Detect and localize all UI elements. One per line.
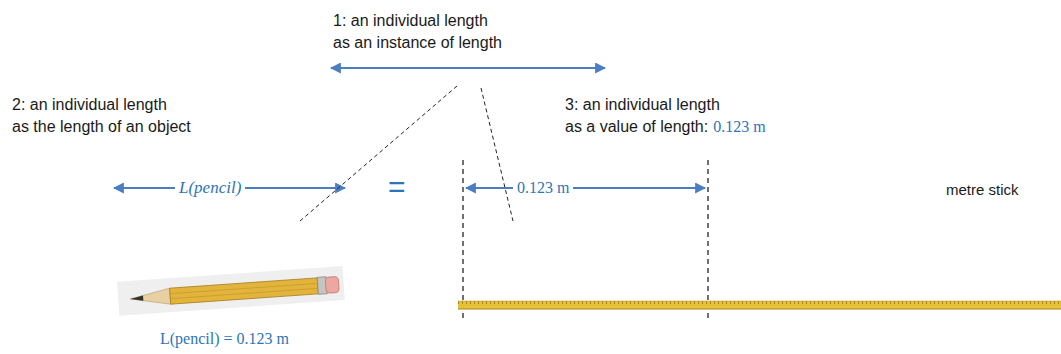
boundary-line: [707, 160, 708, 318]
object-name: metre stick: [946, 180, 1019, 200]
object-caption: 2: an individual length as the length of…: [12, 94, 191, 138]
instance-caption: 1: an individual length as an instance o…: [333, 10, 502, 54]
leader-line: [300, 86, 457, 221]
value-text: 0.123 m: [713, 118, 765, 135]
text-group: 3: an individual length as a value of le…: [565, 94, 766, 138]
metre-stick: [458, 301, 1061, 309]
value-caption: 3: an individual length as a value of le…: [565, 96, 720, 135]
equation: L(pencil) = 0.123 m: [160, 329, 289, 349]
length-symbol: L(pencil): [175, 178, 245, 198]
pencil-picture: [117, 266, 345, 316]
leader-line: [481, 88, 513, 221]
instance-arrow: [331, 67, 605, 69]
dimension-label: 0.123 m: [513, 178, 573, 197]
equals-sign: =: [388, 169, 406, 205]
value-length-arrow: [466, 187, 705, 189]
boundary-line: [462, 160, 463, 318]
